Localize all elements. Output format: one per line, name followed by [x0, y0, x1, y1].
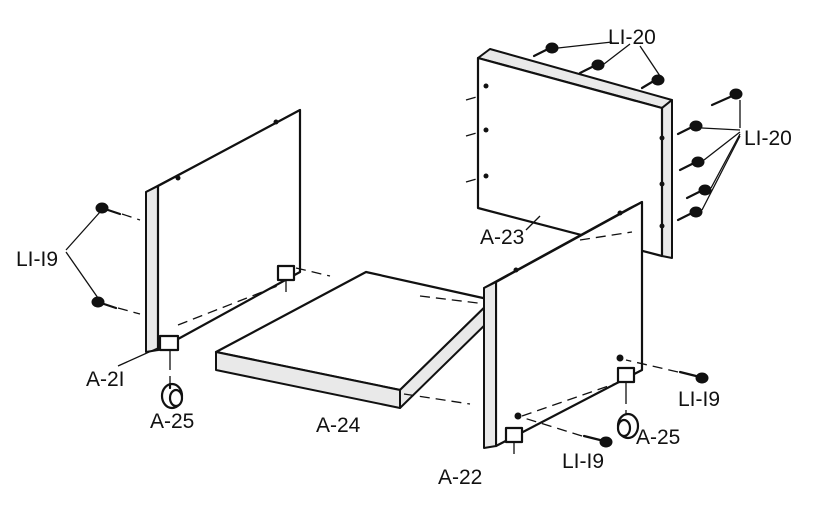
screws-l1-19-left — [65, 202, 141, 315]
left-side-panel-a21 — [145, 108, 331, 384]
label-a24: A-24 — [316, 414, 361, 437]
screws-l1-20-right — [676, 88, 743, 222]
label-l1-20-right: LI-20 — [744, 127, 792, 150]
screws-l1-20-top — [532, 41, 665, 90]
caster-right-a25 — [616, 412, 640, 440]
label-l1-20-top: LI-20 — [608, 26, 656, 49]
label-a22: A-22 — [438, 466, 482, 489]
label-leaders — [117, 215, 541, 367]
label-l1-19-bottom: LI-I9 — [562, 450, 604, 473]
label-l1-19-left: LI-I9 — [16, 248, 58, 271]
caster-left-a25 — [160, 382, 184, 410]
screws-l1-19-right — [523, 359, 709, 448]
right-side-panel-a22 — [483, 200, 644, 454]
label-a25-right: A-25 — [636, 426, 680, 449]
back-panel-a23 — [465, 48, 673, 259]
label-a23: A-23 — [480, 226, 524, 249]
label-l1-19-right: LI-I9 — [678, 388, 720, 411]
label-a25-left: A-25 — [150, 410, 194, 433]
shelf-a24 — [214, 270, 494, 409]
label-a21: A-2I — [86, 368, 125, 391]
